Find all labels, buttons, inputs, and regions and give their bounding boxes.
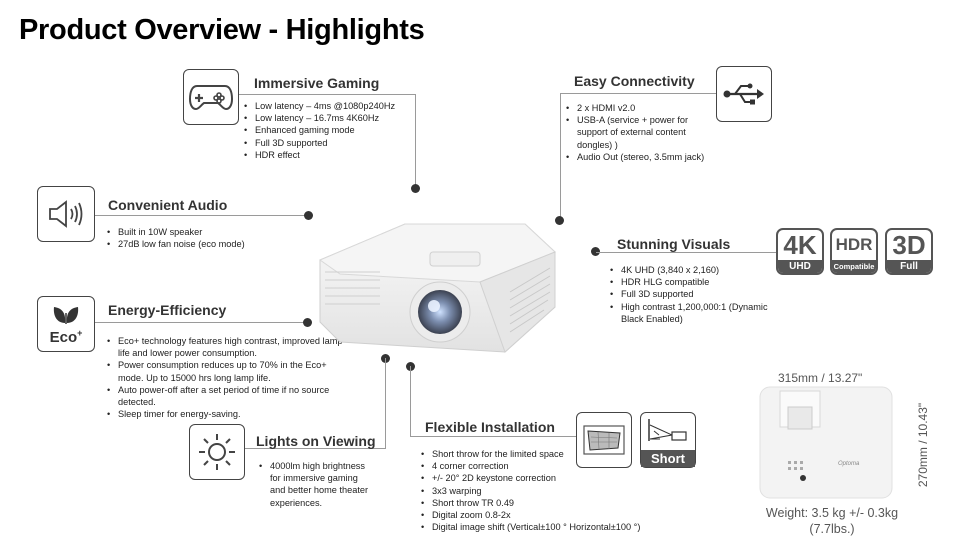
eco-list: Eco+ technology features high contrast, …: [107, 335, 343, 421]
gaming-title: Immersive Gaming: [254, 75, 380, 91]
install-list: Short throw for the limited space 4 corn…: [421, 448, 681, 534]
list-item: Audio Out (stereo, 3.5mm jack): [566, 151, 714, 163]
list-item: USB-A (service + power for support of ex…: [566, 114, 714, 151]
list-item: HDR effect: [244, 149, 419, 161]
list-item: Sleep timer for energy-saving.: [107, 408, 343, 420]
list-item: Short throw for the limited space: [421, 448, 681, 460]
audio-list: Built in 10W speaker 27dB low fan noise …: [107, 226, 307, 251]
3d-full-badge: 3D Full: [885, 228, 933, 275]
list-item: Low latency – 4ms @1080p240Hz: [244, 100, 419, 112]
gamepad-icon: [183, 69, 239, 125]
callout-dot: [555, 216, 564, 225]
list-item: 4K UHD (3,840 x 2,160): [610, 264, 790, 276]
callout-dot: [303, 318, 312, 327]
lights-list: 4000lm high brightness for immersive gam…: [259, 460, 371, 509]
lights-title: Lights on Viewing: [256, 433, 376, 449]
weight-spec: Weight: 3.5 kg +/- 0.3kg (7.7lbs.): [765, 506, 899, 536]
projector-image: [310, 212, 570, 362]
list-item: Full 3D supported: [610, 288, 790, 300]
list-item: 4000lm high brightness for immersive gam…: [259, 460, 371, 509]
hdr-compatible-badge: HDR Compatible: [830, 228, 878, 275]
width-dimension: 315mm / 13.27": [778, 371, 863, 385]
list-item: +/- 20° 2D keystone correction: [421, 472, 681, 484]
list-item: 27dB low fan noise (eco mode): [107, 238, 307, 250]
projector-top-view: [758, 385, 894, 500]
eco-label: Eco: [49, 328, 78, 346]
list-item: Built in 10W speaker: [107, 226, 307, 238]
speaker-icon: [37, 186, 95, 242]
list-item: HDR HLG compatible: [610, 276, 790, 288]
connectivity-list: 2 x HDMI v2.0 USB-A (service + power for…: [566, 102, 714, 163]
callout-dot: [591, 247, 600, 256]
callout-dot: [411, 184, 420, 193]
usb-icon: [716, 66, 772, 122]
eco-leaf-icon: Eco+: [37, 296, 95, 352]
list-item: 2 x HDMI v2.0: [566, 102, 714, 114]
audio-title: Convenient Audio: [108, 197, 228, 213]
page-title: Product Overview - Highlights: [19, 14, 425, 46]
gaming-list: Low latency – 4ms @1080p240Hz Low latenc…: [244, 100, 419, 161]
brand-logo: Optoma: [838, 461, 860, 467]
list-item: Auto power-off after a set period of tim…: [107, 384, 343, 408]
list-item: Digital image shift (Vertical±100 ° Hori…: [421, 521, 681, 533]
connectivity-title: Easy Connectivity: [574, 73, 695, 89]
eco-title: Energy-Efficiency: [108, 302, 227, 318]
list-item: Digital zoom 0.8-2x: [421, 509, 681, 521]
list-item: Full 3D supported: [244, 137, 419, 149]
visuals-title: Stunning Visuals: [617, 236, 731, 252]
install-title: Flexible Installation: [425, 419, 555, 435]
list-item: Eco+ technology features high contrast, …: [107, 335, 343, 359]
list-item: High contrast 1,200,000:1 (Dynamic Black…: [610, 301, 790, 325]
list-item: 3x3 warping: [421, 485, 681, 497]
list-item: Power consumption reduces up to 70% in t…: [107, 359, 343, 383]
callout-dot: [304, 211, 313, 220]
height-dimension: 270mm / 10.43": [916, 402, 930, 488]
visuals-list: 4K UHD (3,840 x 2,160) HDR HLG compatibl…: [610, 264, 790, 325]
list-item: Short throw TR 0.49: [421, 497, 681, 509]
list-item: Enhanced gaming mode: [244, 124, 419, 136]
list-item: Low latency – 16.7ms 4K60Hz: [244, 112, 419, 124]
list-item: 4 corner correction: [421, 460, 681, 472]
sun-icon: [189, 424, 245, 480]
